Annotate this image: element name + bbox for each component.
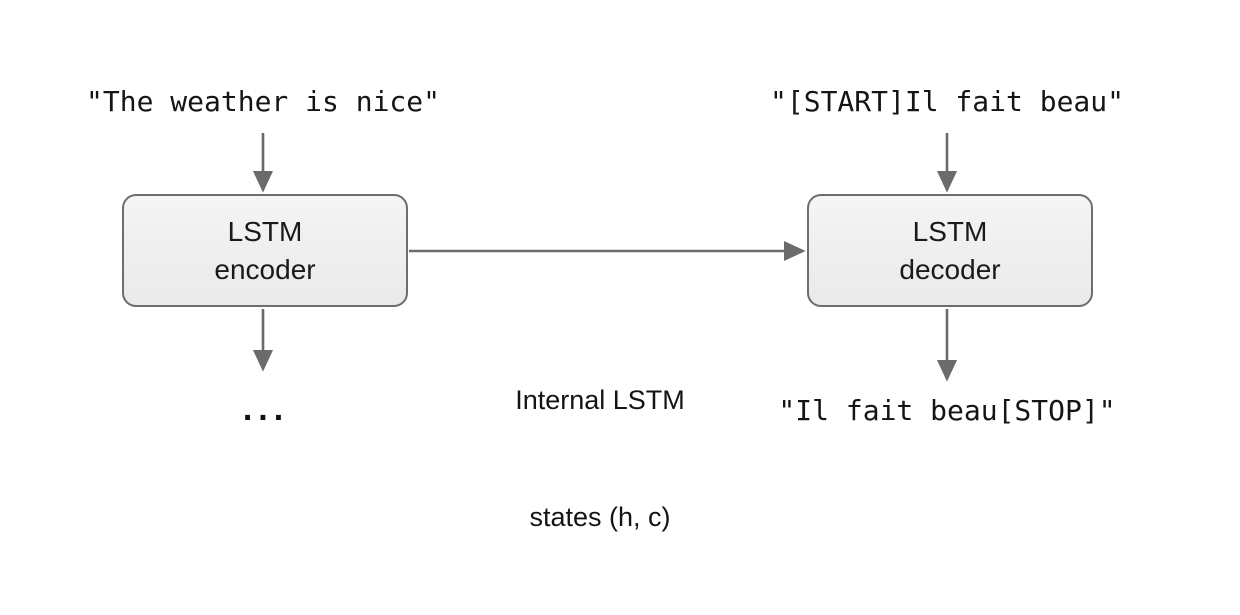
decoder-input-text: "[START]Il fait beau" bbox=[769, 85, 1125, 118]
lstm-encoder-label-line2: encoder bbox=[214, 253, 316, 285]
lstm-decoder-block: LSTM decoder bbox=[807, 194, 1093, 307]
lstm-decoder-label-line1: LSTM bbox=[912, 215, 988, 247]
internal-states-caption-line1: Internal LSTM bbox=[515, 385, 685, 415]
diagram-canvas: "The weather is nice" "[START]Il fait be… bbox=[85, 85, 1125, 532]
internal-states-caption: Internal LSTM states (h, c) bbox=[515, 303, 685, 615]
encoder-input-text: "The weather is nice" bbox=[85, 85, 441, 118]
lstm-decoder-label-line2: decoder bbox=[899, 253, 1001, 285]
decoder-output-text: "Il fait beau[STOP]" bbox=[778, 394, 1116, 427]
encoder-output-ellipsis: ... bbox=[242, 390, 290, 428]
lstm-encoder-label-line1: LSTM bbox=[227, 215, 303, 247]
lstm-encoder-block: LSTM encoder bbox=[122, 194, 408, 307]
internal-states-caption-line2: states (h, c) bbox=[529, 502, 671, 532]
